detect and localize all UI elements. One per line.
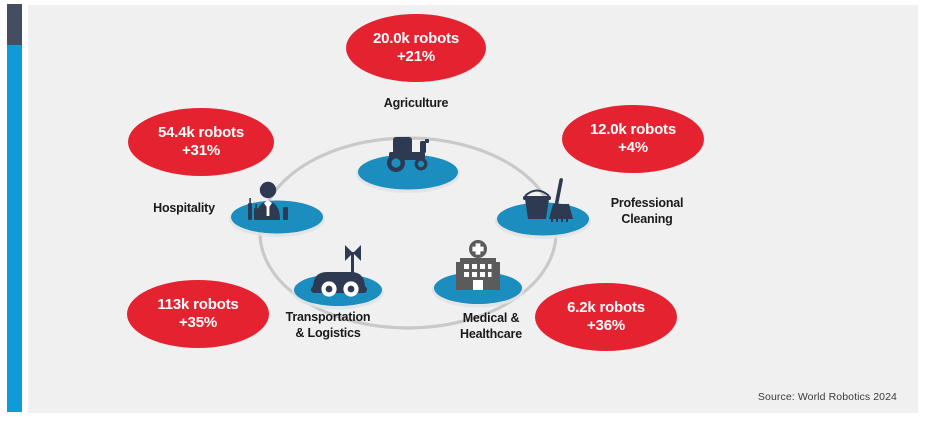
node-medical-healthcare [432,240,524,308]
bubble-medical-healthcare-growth: +36% [587,317,625,334]
accent-bar-blue [7,45,22,412]
node-professional-cleaning [495,178,591,239]
bubble-hospitality: 54.4k robots +31% [128,108,274,176]
bubble-transportation-logistics-growth: +35% [179,314,217,331]
bubble-medical-healthcare-robots: 6.2k robots [567,299,645,317]
bubble-agriculture-growth: +21% [397,48,435,65]
label-medical-healthcare: Medical & Healthcare [460,311,522,341]
bubble-agriculture-robots: 20.0k robots [373,30,459,48]
label-transportation-logistics: Transportation & Logistics [285,310,371,340]
agv-robot-icon [311,245,367,297]
bubble-transportation-logistics-robots: 113k robots [157,296,239,314]
accent-bar-dark [7,4,22,46]
source-note: Source: World Robotics 2024 [757,391,897,403]
tractor-icon [387,137,429,172]
bubble-agriculture: 20.0k robots +21% [346,14,486,82]
node-hospitality [229,181,325,237]
hospital-icon [456,240,500,290]
bubble-professional-cleaning-robots: 12.0k robots [590,121,676,139]
bubble-transportation-logistics: 113k robots +35% [127,280,269,348]
label-professional-cleaning: Professional Cleaning [610,196,684,226]
bubble-medical-healthcare: 6.2k robots +36% [535,283,677,351]
node-agriculture [356,137,460,193]
bubble-hospitality-robots: 54.4k robots [158,124,244,142]
label-hospitality: Hospitality [153,201,215,215]
bubble-professional-cleaning: 12.0k robots +4% [562,105,704,173]
mop-bucket-icon [523,178,573,222]
waiter-icon [248,181,288,220]
label-agriculture: Agriculture [383,96,449,110]
bubble-hospitality-growth: +31% [182,142,220,159]
bubble-professional-cleaning-growth: +4% [618,139,648,156]
node-transportation-logistics [292,245,384,310]
